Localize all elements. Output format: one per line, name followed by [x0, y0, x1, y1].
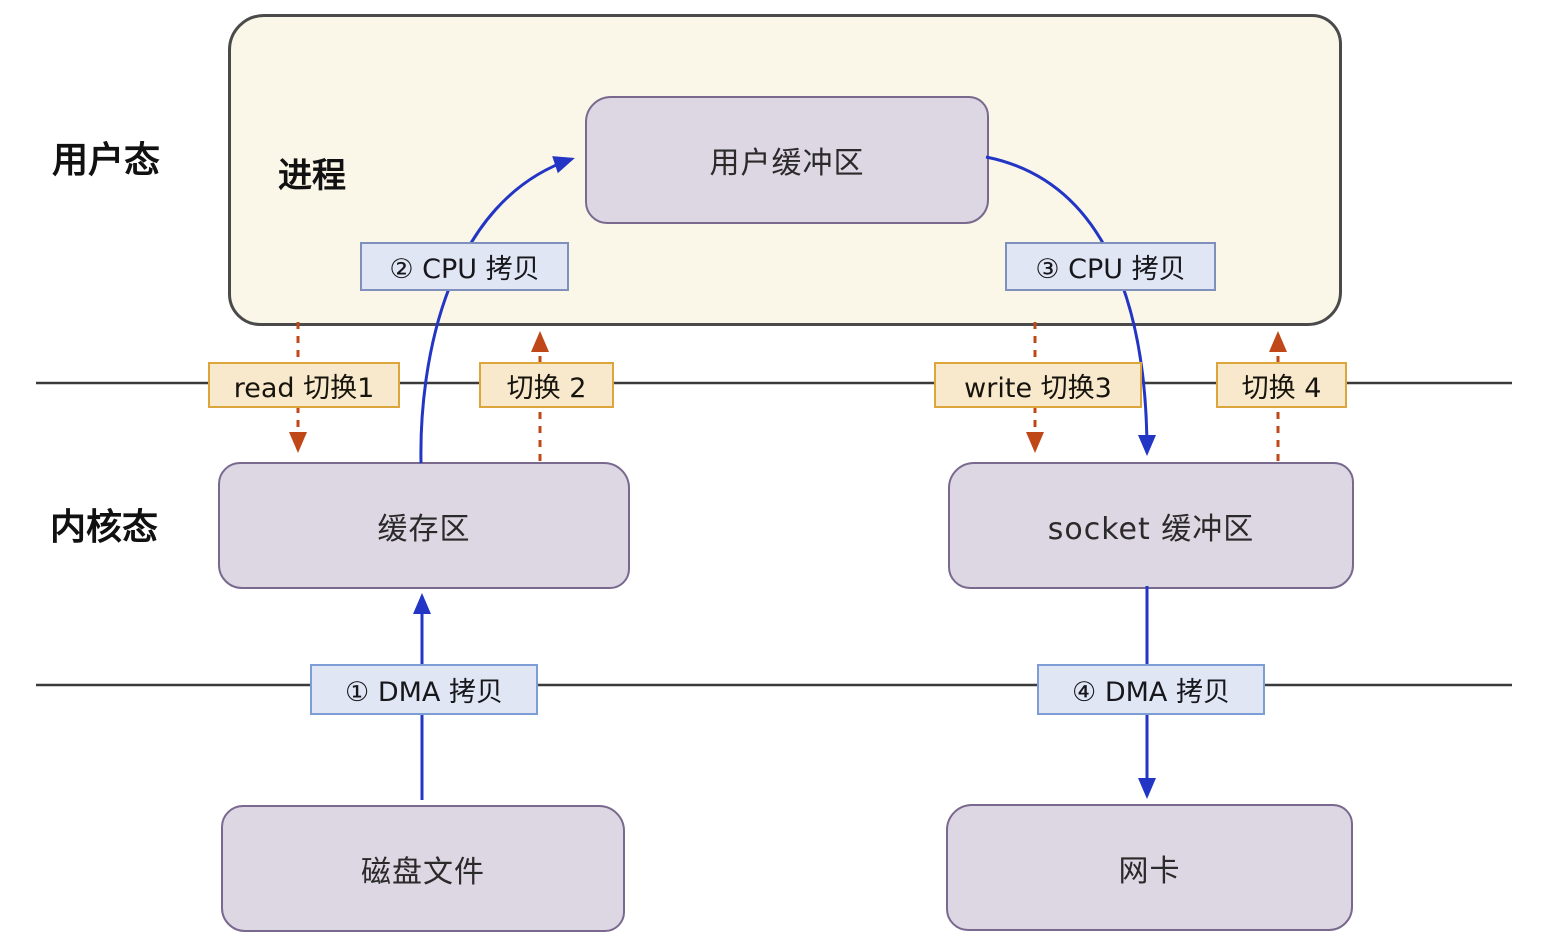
socket-buffer-label: socket 缓冲区	[1047, 511, 1255, 547]
socket-buffer-box: socket 缓冲区	[948, 462, 1354, 589]
cpu-copy-2-label: ② CPU 拷贝	[360, 242, 569, 291]
kernel-buffer-box: 缓存区	[218, 462, 630, 589]
nic-box: 网卡	[946, 804, 1353, 931]
nic-label: 网卡	[1118, 853, 1181, 889]
dma-copy-1-label: ① DMA 拷贝	[310, 664, 538, 715]
kernel-buffer-label: 缓存区	[377, 511, 471, 547]
process-label: 进程	[278, 156, 346, 196]
disk-file-label: 磁盘文件	[361, 854, 485, 890]
switch-3-label: write 切换3	[934, 362, 1142, 408]
user-buffer-label: 用户缓冲区	[709, 146, 865, 181]
disk-file-box: 磁盘文件	[221, 805, 625, 932]
switch-2-label: 切换 2	[479, 362, 614, 408]
cpu-copy-3-label: ③ CPU 拷贝	[1005, 242, 1216, 291]
dma-copy-4-label: ④ DMA 拷贝	[1037, 664, 1265, 715]
switch-1-label: read 切换1	[208, 362, 400, 408]
switch-4-label: 切换 4	[1216, 362, 1347, 408]
user-buffer-box: 用户缓冲区	[585, 96, 989, 224]
kernel-mode-label: 内核态	[50, 507, 159, 548]
user-mode-label: 用户态	[52, 140, 161, 181]
